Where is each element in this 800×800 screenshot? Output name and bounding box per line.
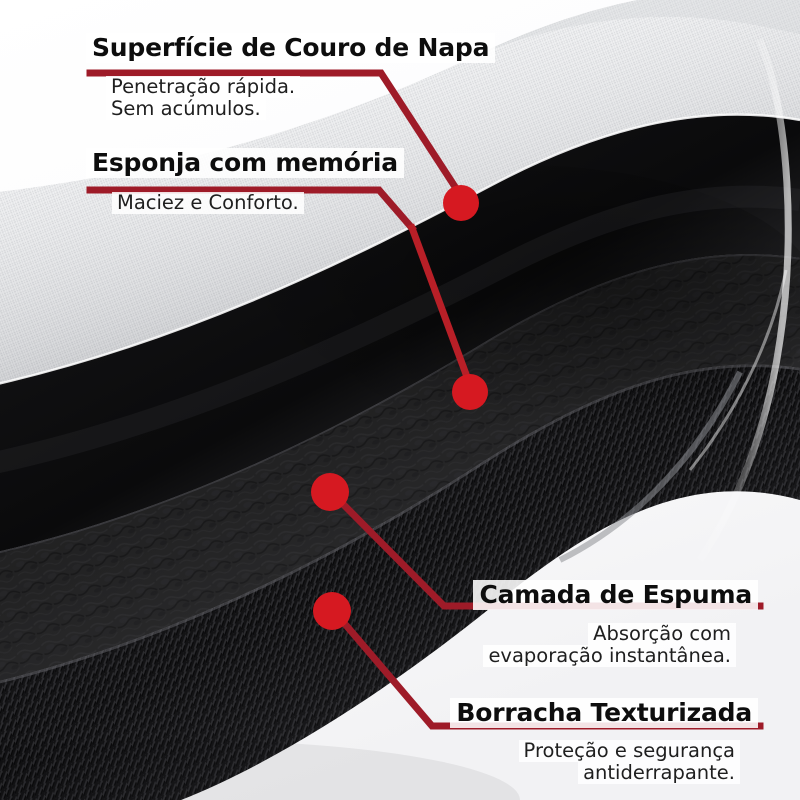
callout-napa: Superfície de Couro de Napa Penetração r… — [86, 33, 496, 120]
callout-espuma-subtext: Absorção com evaporação instantânea. — [473, 623, 736, 667]
callout-esponja-heading: Esponja com memória — [86, 148, 404, 178]
callout-napa-subtext: Penetração rápida. Sem acúmulos. — [106, 76, 495, 120]
callout-espuma: Camada de Espuma Absorção com evaporação… — [473, 580, 758, 667]
callout-esponja: Esponja com memória Maciez e Conforto. — [86, 148, 404, 214]
callout-napa-subline-2: Sem acúmulos. — [106, 97, 266, 120]
callout-esponja-subline-1: Maciez e Conforto. — [112, 192, 304, 214]
callout-esponja-subtext: Maciez e Conforto. — [112, 192, 404, 214]
callout-espuma-subline-1: Absorção com — [588, 623, 736, 645]
callout-borracha-subline-2: antiderrapante. — [578, 761, 740, 784]
callout-borracha-subline-1: Proteção e segurança — [518, 740, 740, 762]
callout-napa-subline-1: Penetração rápida. — [106, 76, 301, 98]
callout-espuma-heading: Camada de Espuma — [473, 580, 758, 610]
callout-borracha-subtext: Proteção e segurança antiderrapante. — [450, 740, 740, 784]
callout-espuma-subline-2: evaporação instantânea. — [483, 644, 736, 667]
callout-borracha: Borracha Texturizada Proteção e seguranç… — [450, 698, 758, 784]
callout-napa-heading: Superfície de Couro de Napa — [86, 33, 496, 63]
callout-borracha-heading: Borracha Texturizada — [450, 698, 758, 728]
